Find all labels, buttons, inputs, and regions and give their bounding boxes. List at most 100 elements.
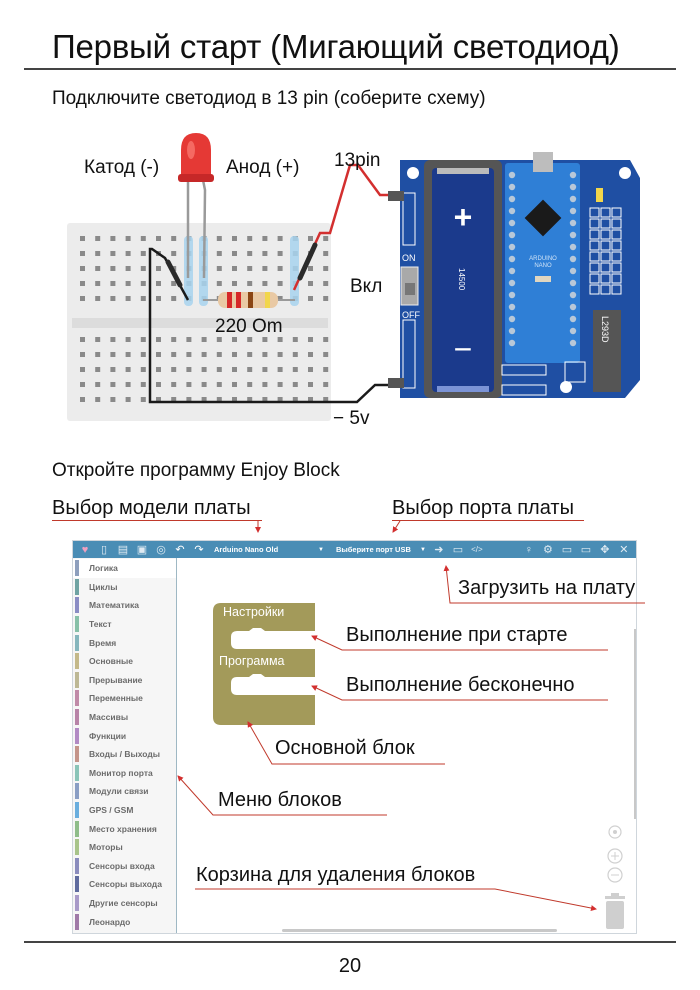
servo-header-pin	[611, 229, 622, 240]
breadboard-hole	[292, 337, 298, 342]
nano-pin	[508, 339, 516, 347]
category-item[interactable]: Текст	[73, 615, 176, 634]
save-icon[interactable]: ▣	[136, 544, 148, 556]
category-item[interactable]: Модули связи	[73, 782, 176, 801]
breadboard-hole	[186, 337, 192, 342]
category-item[interactable]: Время	[73, 633, 176, 652]
servo-header-pin	[600, 240, 611, 251]
breadboard-hole	[262, 397, 268, 402]
recenter-icon[interactable]	[608, 825, 622, 839]
ground-pin-connector	[388, 378, 404, 388]
servo-header-pin	[589, 284, 600, 295]
new-file-icon[interactable]: ▯	[100, 544, 108, 556]
category-item[interactable]: Переменные	[73, 689, 176, 708]
main-block[interactable]	[177, 558, 636, 933]
breadboard-hole	[292, 367, 298, 372]
breadboard-hole	[95, 296, 101, 301]
open-file-icon[interactable]: ▤	[117, 544, 129, 556]
category-item[interactable]: Сенсоры выхода	[73, 875, 176, 894]
code-view-icon[interactable]: </>	[471, 545, 483, 554]
breadboard-hole	[247, 367, 253, 372]
category-item[interactable]: Основные	[73, 652, 176, 671]
header-bottom	[402, 319, 416, 389]
category-item[interactable]: Леонардо	[73, 912, 176, 931]
category-label: Модули связи	[89, 786, 149, 797]
nano-pin	[508, 195, 516, 203]
servo-header-pin	[600, 229, 611, 240]
category-label: Сенсоры входа	[89, 860, 155, 871]
loop-annotation: Выполнение бесконечно	[346, 674, 575, 696]
power-jumper	[596, 188, 603, 202]
breadboard-hole	[80, 337, 85, 342]
breadboard-hole	[323, 281, 329, 286]
breadboard-hole	[308, 236, 313, 241]
title-divider	[24, 68, 676, 70]
breadboard-hole	[156, 397, 161, 402]
zoom-in-icon[interactable]	[607, 848, 623, 864]
category-label: Прерывание	[89, 674, 143, 685]
port-select[interactable]: Выберите порт USB	[335, 545, 411, 554]
switch-off-label: OFF	[402, 310, 420, 320]
category-item[interactable]: Математика	[73, 596, 176, 615]
breadboard-hole	[186, 397, 192, 402]
category-item[interactable]: Монитор порта	[73, 764, 176, 783]
trash-icon[interactable]	[605, 893, 625, 929]
breadboard-hole	[201, 397, 207, 402]
category-item[interactable]: Место хранения	[73, 819, 176, 838]
settings-icon[interactable]: ⚙	[542, 544, 553, 556]
pwm-header	[564, 361, 586, 383]
toolbar: ♥ ▯ ▤ ▣ ◎ ↶ ↷ Arduino Nano Old ▼ Выберит…	[73, 541, 636, 558]
breadboard-hole	[232, 367, 237, 372]
category-item[interactable]: GPS / GSM	[73, 801, 176, 820]
breadboard-hole	[277, 266, 283, 271]
board-select[interactable]: Arduino Nano Old	[214, 545, 279, 554]
serial-monitor-icon[interactable]: ▭	[452, 544, 464, 556]
screenshot-icon[interactable]: ◎	[156, 544, 166, 556]
breadboard-hole	[95, 236, 101, 241]
nano-pin	[508, 327, 516, 335]
move-icon[interactable]: ✥	[600, 544, 610, 556]
zoom-out-icon[interactable]	[607, 867, 623, 883]
category-color-swatch	[75, 764, 79, 781]
resistor-band-1	[227, 292, 232, 308]
port-select-chevron-icon[interactable]: ▼	[419, 546, 426, 553]
breadboard-hole	[110, 397, 116, 402]
category-item[interactable]: Прерывание	[73, 671, 176, 690]
board-port-annotation: Выбор порта платы	[392, 497, 574, 519]
breadboard-hole	[171, 236, 177, 241]
minimize-icon[interactable]: ▭	[561, 544, 573, 556]
category-item[interactable]: Циклы	[73, 578, 176, 597]
close-icon[interactable]: ✕	[619, 544, 629, 556]
undo-icon[interactable]: ↶	[175, 544, 185, 556]
footer-divider	[24, 941, 676, 943]
category-item[interactable]: Сенсоры входа	[73, 857, 176, 876]
category-item[interactable]: Массивы	[73, 708, 176, 727]
restore-icon[interactable]: ▭	[580, 544, 592, 556]
category-item[interactable]: Другие сенсоры	[73, 894, 176, 913]
category-item[interactable]: Логика	[73, 559, 176, 578]
page-title: Первый старт (Мигающий светодиод)	[52, 28, 620, 65]
battery-model-label: 14500	[457, 268, 466, 291]
category-item[interactable]: Входы / Выходы	[73, 745, 176, 764]
motor-driver-label: L293D	[600, 316, 610, 343]
category-item[interactable]: Моторы	[73, 838, 176, 857]
breadboard-hole	[308, 352, 313, 357]
breadboard-hole	[171, 382, 177, 387]
upload-icon[interactable]: ➜	[434, 544, 444, 556]
motor-driver-chip	[593, 310, 621, 392]
breadboard-hole	[171, 296, 177, 301]
category-item[interactable]: Функции	[73, 726, 176, 745]
breadboard-hole	[277, 281, 283, 286]
category-label: Моторы	[89, 842, 123, 853]
redo-icon[interactable]: ↷	[194, 544, 204, 556]
breadboard-hole	[232, 251, 237, 256]
vertical-scrollbar[interactable]	[634, 629, 636, 819]
horizontal-scrollbar[interactable]	[282, 929, 557, 932]
breadboard-hole	[247, 382, 253, 387]
board-select-chevron-icon[interactable]: ▼	[318, 546, 324, 553]
breadboard-hole	[323, 337, 329, 342]
lightbulb-icon[interactable]: ♀	[524, 543, 534, 556]
breadboard-hole	[110, 296, 116, 301]
main-block-shape[interactable]	[213, 603, 315, 725]
